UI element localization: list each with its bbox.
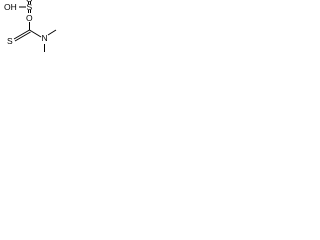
bond-c-s-thione-1 — [13, 29, 30, 40]
bond-c-n — [29, 29, 42, 38]
bonds — [13, 1, 57, 52]
bond-c-s-thione-2 — [14, 31, 31, 42]
bond-n-methyl-up — [47, 29, 57, 36]
atom-sulfonyl-oxygen-top: O — [26, 0, 33, 4]
atom-amine-nitrogen: N — [42, 33, 48, 43]
atom-hydroxyl-oxygen: OH — [4, 2, 17, 12]
atom-thione-sulfur: S — [7, 36, 13, 46]
chemical-structure-diagram: OH S O O S N — [4, 0, 57, 52]
atom-sulfonyl-sulfur: S — [27, 2, 33, 12]
atom-sulfonyl-oxygen-bottom: O — [26, 13, 33, 23]
atom-labels: OH S O O S N — [4, 0, 48, 46]
